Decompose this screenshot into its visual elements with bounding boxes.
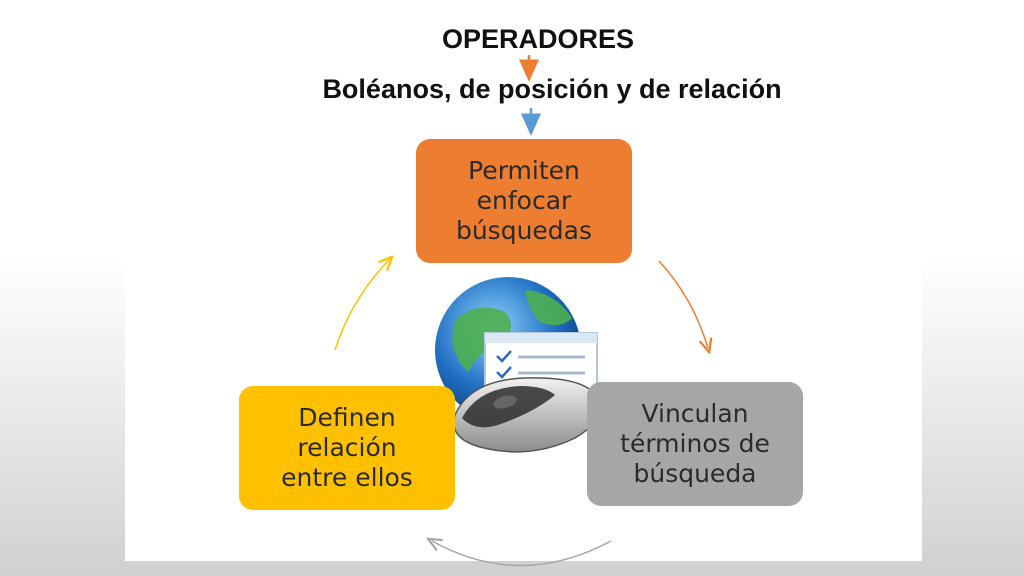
step-box-enfocar: Permiten enfocar búsquedas — [416, 139, 632, 263]
arrow-gray-to-yellow — [432, 541, 612, 567]
step-box-vinculan: Vinculan términos de búsqueda — [587, 382, 803, 506]
globe-checklist-mouse-icon — [435, 277, 601, 453]
diagram-subtitle: Boléanos, de posición y de relación — [322, 74, 782, 104]
arrow-orange-to-gray — [658, 260, 708, 348]
step-box-definen: Definen relación entre ellos — [239, 386, 455, 510]
arrow-yellow-to-orange — [334, 260, 389, 351]
diagram-title: OPERADORES — [441, 24, 635, 54]
